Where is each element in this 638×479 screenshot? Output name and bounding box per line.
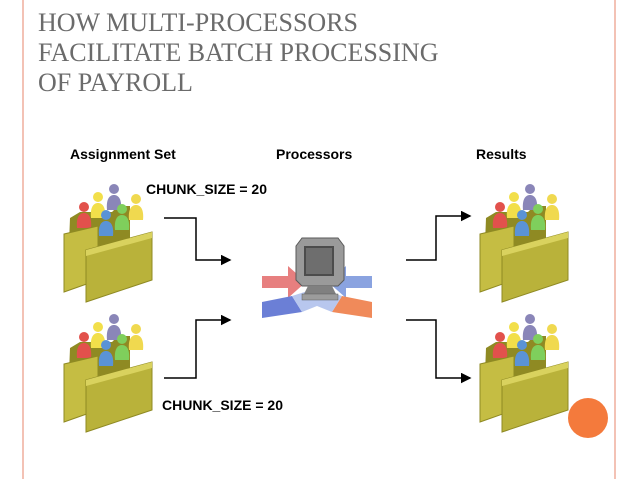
accent-circle	[568, 398, 608, 438]
slide-border-right	[614, 0, 616, 479]
chunk-size-label-bottom: CHUNK_SIZE = 20	[162, 397, 283, 413]
title-line-1: HOW MULTI-PROCESSORS	[38, 8, 359, 37]
slide-border-left	[22, 0, 24, 479]
connector-output-bottom	[406, 319, 472, 384]
chunk-size-label-top: CHUNK_SIZE = 20	[146, 181, 267, 197]
header-results: Results	[476, 146, 527, 162]
title-line-3: OF PAYROLL	[38, 68, 193, 97]
processor-computer-icon	[261, 237, 373, 319]
connector-output-top	[406, 210, 472, 261]
results-folder-icon-bottom	[480, 314, 568, 432]
connector-input-top	[164, 217, 232, 266]
assignment-folder-icon-bottom	[64, 314, 152, 432]
assignment-folder-icon-top	[64, 184, 152, 302]
slide-title: HOW MULTI-PROCESSORS FACILITATE BATCH PR…	[38, 8, 598, 98]
title-line-2: FACILITATE BATCH PROCESSING	[38, 38, 439, 67]
connector-input-bottom	[164, 314, 232, 379]
header-processors: Processors	[276, 146, 353, 162]
results-folder-icon-top	[480, 184, 568, 302]
header-assignment-set: Assignment Set	[70, 146, 176, 162]
